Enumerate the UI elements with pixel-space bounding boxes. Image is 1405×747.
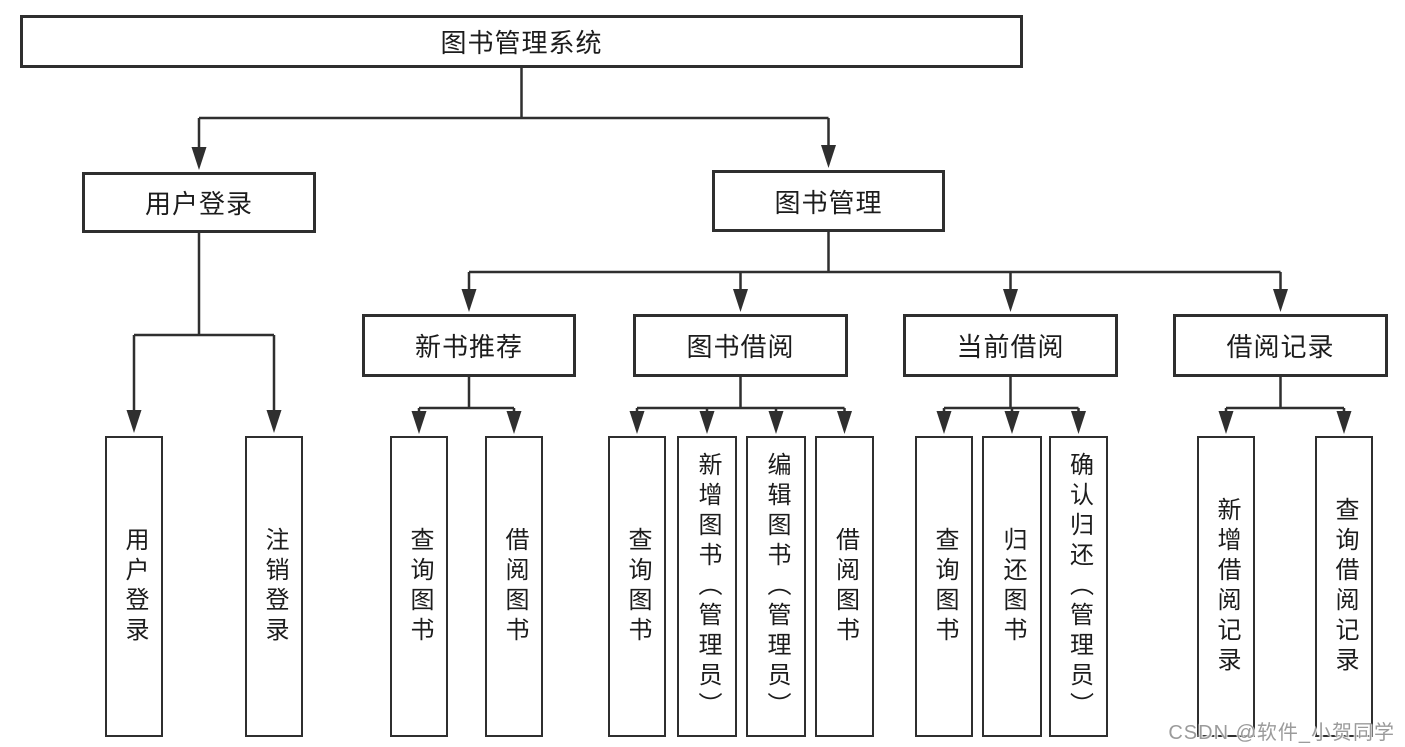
- node-user-login: 用户登录: [82, 172, 316, 233]
- node-book-borrow-label: 图书借阅: [686, 332, 795, 362]
- node-borrow-record-label: 借阅记录: [1226, 332, 1335, 362]
- leaf-add-borrow-record: 新增借阅记录: [1197, 436, 1255, 737]
- leaf-add-borrow-record-label: 新增借阅记录: [1213, 496, 1240, 677]
- leaf-query-book-borrow-label: 查询图书: [624, 526, 651, 647]
- leaf-edit-book-admin-label: 编辑图书（管理员）: [763, 451, 790, 722]
- node-new-book-recommend-label: 新书推荐: [414, 332, 523, 362]
- node-root: 图书管理系统: [20, 15, 1023, 68]
- node-new-book-recommend: 新书推荐: [362, 314, 576, 377]
- leaf-logout: 注销登录: [245, 436, 303, 737]
- leaf-add-book-admin-label: 新增图书（管理员）: [694, 451, 721, 722]
- leaf-confirm-return-admin: 确认归还（管理员）: [1049, 436, 1108, 737]
- leaf-add-book-admin: 新增图书（管理员）: [677, 436, 737, 737]
- leaf-query-borrow-record: 查询借阅记录: [1315, 436, 1373, 737]
- node-current-borrow-label: 当前借阅: [956, 332, 1065, 362]
- node-book-borrow: 图书借阅: [633, 314, 848, 377]
- leaf-return-book-label: 归还图书: [999, 526, 1026, 647]
- leaf-query-borrow-record-label: 查询借阅记录: [1331, 496, 1358, 677]
- leaf-return-book: 归还图书: [982, 436, 1042, 737]
- watermark: CSDN @软件_小贺同学: [1168, 722, 1395, 744]
- leaf-query-book-recommend-label: 查询图书: [406, 526, 433, 647]
- leaf-borrow-book-borrow-label: 借阅图书: [831, 526, 859, 647]
- leaf-edit-book-admin: 编辑图书（管理员）: [746, 436, 806, 737]
- node-root-label: 图书管理系统: [440, 28, 603, 58]
- leaf-logout-label: 注销登录: [261, 526, 288, 647]
- leaf-borrow-book-borrow: 借阅图书: [815, 436, 874, 737]
- leaf-query-book-current: 查询图书: [915, 436, 973, 737]
- leaf-user-login-label: 用户登录: [121, 526, 148, 647]
- leaf-user-login: 用户登录: [105, 436, 163, 737]
- node-book-management: 图书管理: [712, 170, 945, 232]
- node-user-login-label: 用户登录: [144, 189, 253, 219]
- node-book-management-label: 图书管理: [774, 187, 883, 218]
- leaf-query-book-current-label: 查询图书: [931, 526, 958, 647]
- leaf-confirm-return-admin-label: 确认归还（管理员）: [1065, 451, 1093, 722]
- leaf-query-book-borrow: 查询图书: [608, 436, 666, 737]
- node-current-borrow: 当前借阅: [903, 314, 1118, 377]
- node-borrow-record: 借阅记录: [1173, 314, 1388, 377]
- leaf-query-book-recommend: 查询图书: [390, 436, 448, 737]
- leaf-borrow-book-recommend: 借阅图书: [485, 436, 543, 737]
- leaf-borrow-book-recommend-label: 借阅图书: [501, 526, 528, 647]
